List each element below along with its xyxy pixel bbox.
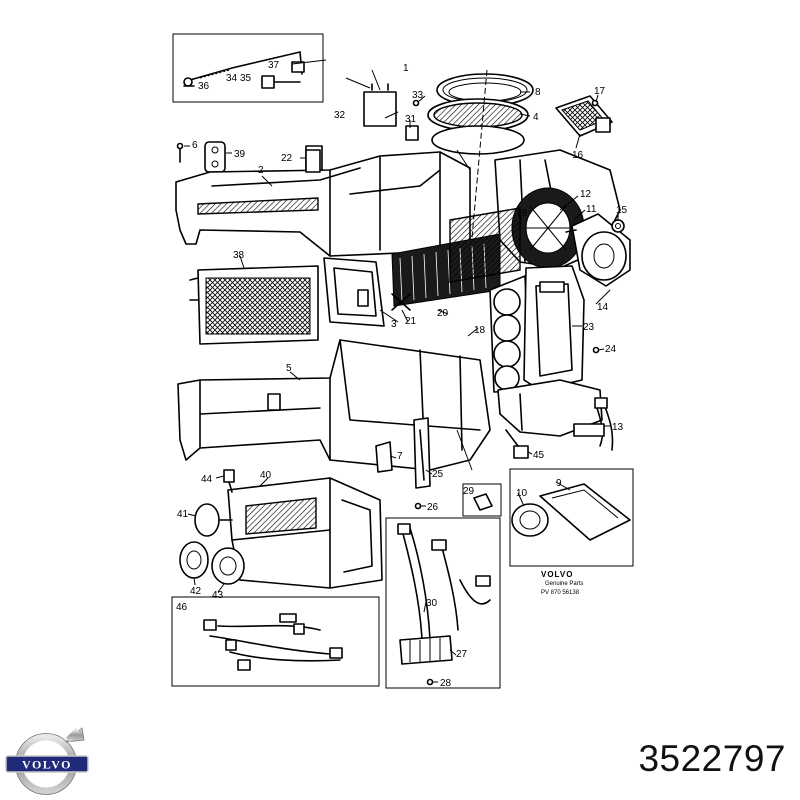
inset-box-clip-29 xyxy=(462,483,502,517)
callout-35: 35 xyxy=(240,73,252,84)
callout-36: 36 xyxy=(198,81,210,92)
callout-3: 3 xyxy=(391,319,397,330)
clip-31 xyxy=(405,125,419,141)
callout-20: 20 xyxy=(437,308,449,319)
wire-harness-30 xyxy=(397,523,491,641)
callout-42: 42 xyxy=(190,586,202,597)
actuator-10 xyxy=(511,503,549,537)
callout-26: 26 xyxy=(427,502,439,513)
callout-labels: 1 2 3 4 5 6 7 8 9 10 11 12 13 14 15 16 1… xyxy=(176,60,628,689)
evaporator-20 xyxy=(391,207,521,307)
callout-19: 19 xyxy=(516,208,528,219)
inset-box-flap-10 xyxy=(509,468,634,567)
part-number: 3522797 xyxy=(638,738,786,779)
callout-23: 23 xyxy=(583,322,595,333)
sensor-45 xyxy=(505,429,529,459)
callout-31: 31 xyxy=(405,114,417,125)
resistor-16 xyxy=(555,95,613,137)
callout-43: 43 xyxy=(212,590,224,601)
callout-8: 8 xyxy=(535,87,541,98)
callout-27: 27 xyxy=(456,649,468,660)
callout-30: 30 xyxy=(426,598,438,609)
callout-11: 11 xyxy=(586,204,597,215)
screw-28 xyxy=(426,678,434,686)
vacuum-actuator-41 xyxy=(194,503,233,537)
seal-4 xyxy=(427,98,529,155)
callout-10: 10 xyxy=(516,488,528,499)
genuine-parts-stamp: VOLVO Genuine Parts PV 870 56138 xyxy=(541,570,583,596)
control-module-40 xyxy=(227,477,383,589)
callout-34: 34 xyxy=(226,73,238,84)
inset-box-cable-bracket xyxy=(172,33,324,103)
callout-38: 38 xyxy=(233,250,245,261)
leader-lines xyxy=(184,59,619,683)
wire-harness-46 xyxy=(203,613,343,671)
callout-15: 15 xyxy=(616,205,628,216)
callout-21: 21 xyxy=(405,316,417,327)
callout-17: 17 xyxy=(594,86,606,97)
lower-housing-5 xyxy=(177,339,491,471)
cover-23 xyxy=(523,265,585,391)
genuine-parts-line1: Genuine Parts xyxy=(545,581,583,587)
genuine-parts-brand: VOLVO xyxy=(541,570,573,579)
heater-core-38 xyxy=(189,265,319,345)
wire-harness-13 xyxy=(573,397,614,451)
screw-26 xyxy=(414,502,422,510)
flap-3 xyxy=(323,257,385,327)
genuine-parts-code: PV 870 56138 xyxy=(541,590,580,596)
air-distributor-18 xyxy=(489,275,531,393)
volvo-logo: VOLVO xyxy=(5,727,89,795)
vacuum-actuator-43 xyxy=(211,547,245,585)
bolt-15 xyxy=(611,219,625,233)
callout-39: 39 xyxy=(234,149,246,160)
callout-40: 40 xyxy=(260,470,272,481)
screw-6 xyxy=(176,142,184,163)
clip-21 xyxy=(391,293,411,311)
callout-41: 41 xyxy=(177,509,189,520)
bracket-22 xyxy=(305,149,321,173)
flap-9 xyxy=(539,483,631,541)
inset-box-harness-46 xyxy=(171,596,380,687)
callout-44: 44 xyxy=(201,474,213,485)
volvo-logo-text: VOLVO xyxy=(22,758,72,772)
callout-45: 45 xyxy=(533,450,545,461)
callout-7: 7 xyxy=(397,451,403,462)
callout-25: 25 xyxy=(432,469,444,480)
callout-9: 9 xyxy=(556,478,562,489)
small-bracket-39 xyxy=(204,141,226,173)
callout-12: 12 xyxy=(580,189,592,200)
screw-24 xyxy=(592,346,600,354)
callout-14: 14 xyxy=(597,302,609,313)
upper-housing-2 xyxy=(175,145,471,257)
callout-13: 13 xyxy=(612,422,624,433)
callout-24: 24 xyxy=(605,344,617,355)
callout-18: 18 xyxy=(474,325,486,336)
vacuum-actuator-42 xyxy=(179,541,209,579)
callout-46: 46 xyxy=(176,602,188,613)
callout-32: 32 xyxy=(334,110,346,121)
clip-29 xyxy=(473,493,493,511)
screw-17 xyxy=(591,99,599,107)
blower-fan-19 xyxy=(511,187,585,269)
bracket-7 xyxy=(375,441,393,473)
connector-block-27 xyxy=(399,635,453,665)
callout-37: 37 xyxy=(268,60,280,71)
callout-2: 2 xyxy=(258,165,264,176)
callout-28: 28 xyxy=(440,678,452,689)
bracket-25 xyxy=(413,417,431,489)
callout-16: 16 xyxy=(572,150,584,161)
callout-1: 1 xyxy=(403,63,409,74)
callout-33: 33 xyxy=(412,90,424,101)
callout-5: 5 xyxy=(286,363,292,374)
cable-bracket-assembly xyxy=(183,51,305,89)
callout-4: 4 xyxy=(533,112,539,123)
inset-box-harness-30 xyxy=(385,517,501,689)
callout-29: 29 xyxy=(463,486,475,497)
callout-6: 6 xyxy=(192,140,198,151)
callout-22: 22 xyxy=(281,153,293,164)
relay-32 xyxy=(363,83,397,127)
screw-33 xyxy=(412,99,420,107)
